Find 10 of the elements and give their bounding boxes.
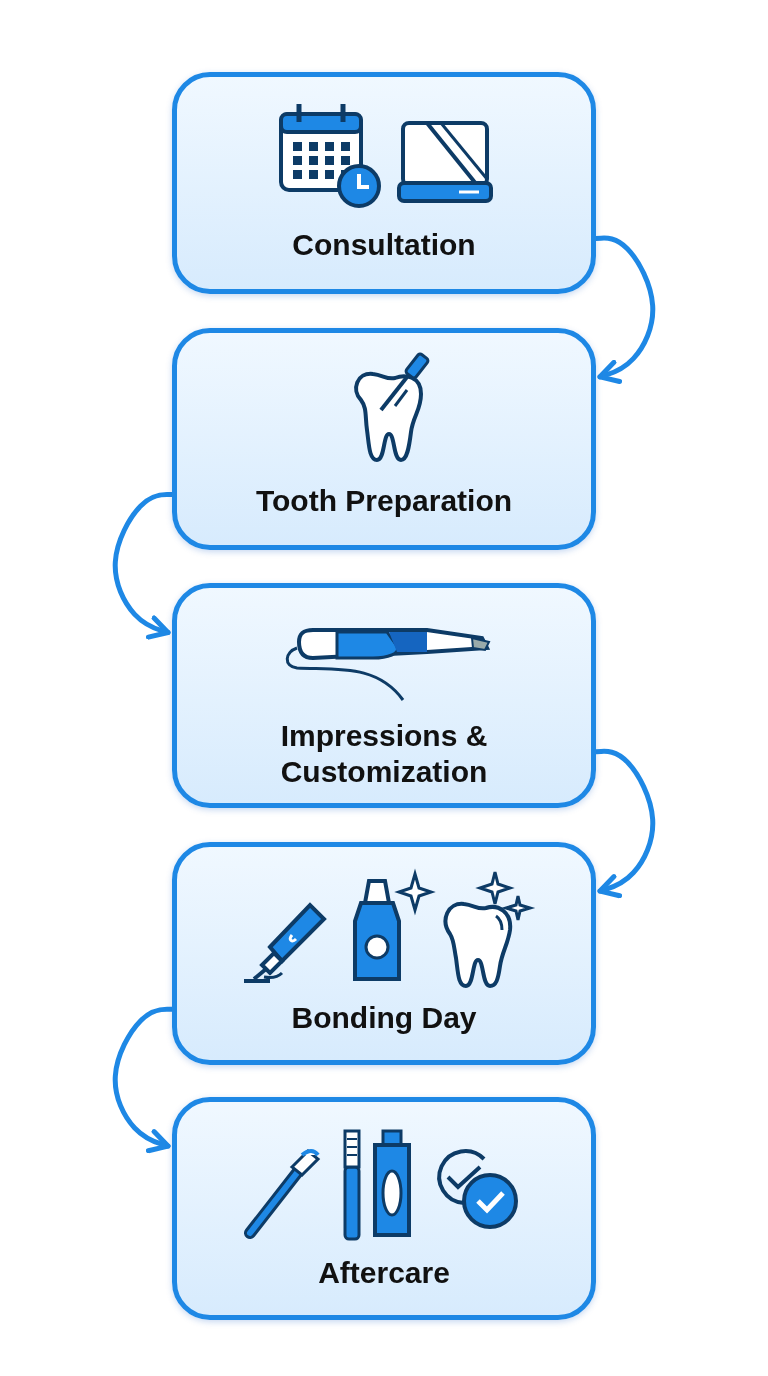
step-title: Impressions & Customization — [279, 718, 489, 790]
step-card — [172, 328, 596, 550]
step-title: Consultation — [291, 227, 477, 263]
step-card — [172, 1097, 596, 1320]
step-title: Bonding Day — [290, 1000, 478, 1036]
step-title: Tooth Preparation — [254, 483, 514, 519]
step-card — [172, 583, 596, 808]
step-card — [172, 842, 596, 1065]
step-title: Aftercare — [317, 1255, 451, 1291]
step-card — [172, 72, 596, 294]
